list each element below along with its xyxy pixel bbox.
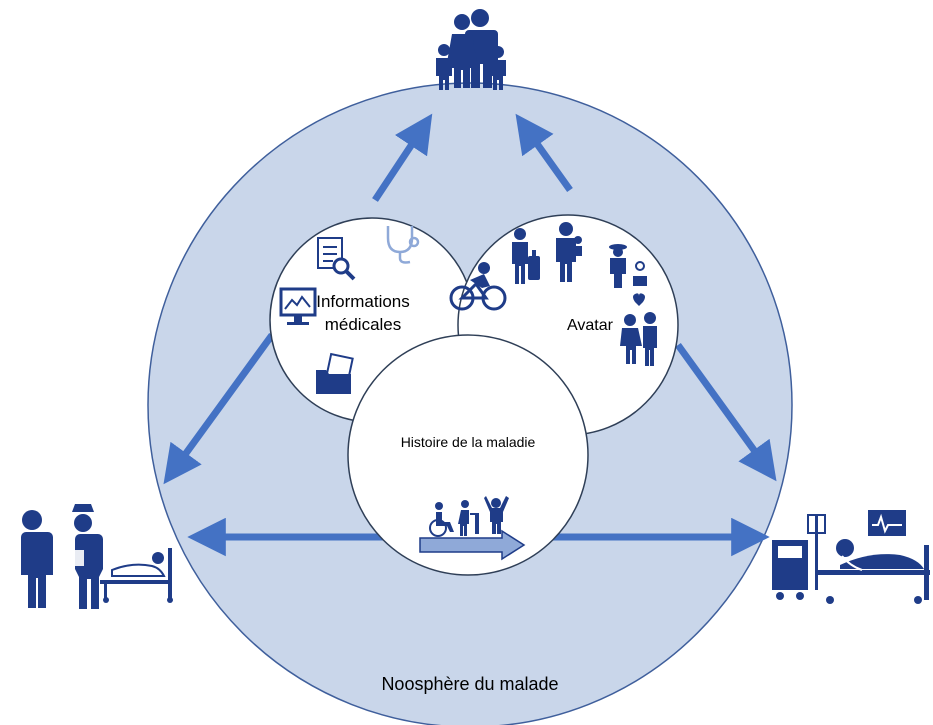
documents-search-icon: [317, 237, 356, 281]
progress-arrow: [419, 529, 526, 561]
wheelchair-icon: [429, 502, 454, 537]
standing-person-icon: [484, 496, 509, 534]
arrow-medical-to-family: [372, 113, 433, 202]
traveler-luggage-icon: [512, 228, 540, 284]
family-icon: [436, 9, 506, 90]
history-circle: [347, 334, 589, 576]
arrow-medical-to-doctor: [163, 332, 275, 485]
gardener-icon: [609, 244, 647, 288]
cyclist-icon: [449, 262, 507, 311]
medical-label-line1: Informations: [316, 292, 410, 311]
noosphere-label: Noosphère du malade: [381, 674, 558, 694]
monitor-chart-icon: [279, 287, 317, 325]
parent-child-icon: [556, 222, 582, 282]
couple-heart-icon: [620, 293, 657, 366]
history-label: Histoire de la maladie: [401, 434, 536, 450]
medical-folder-icon: [316, 352, 354, 394]
doctor-nurse-patient-bed-icon: [16, 504, 173, 609]
icu-patient-bed-icon: [772, 510, 930, 604]
stethoscope-icon: [386, 226, 420, 264]
arrow-avatar-to-family: [515, 113, 573, 193]
arrow-avatar-to-icu: [675, 342, 777, 482]
avatar-label: Avatar: [567, 317, 614, 334]
walker-icon: [458, 500, 479, 536]
medical-label-line2: médicales: [325, 315, 402, 334]
